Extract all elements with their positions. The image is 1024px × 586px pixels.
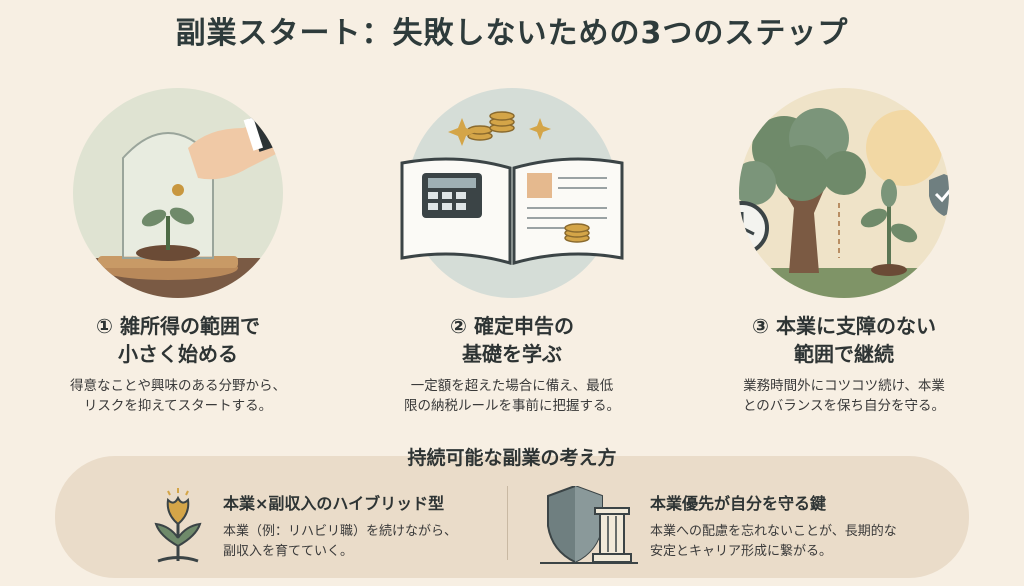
step-3-body-line1: 業務時間外にコツコツ続け、本業 <box>743 378 945 394</box>
glass-dome-sprout-icon <box>28 88 328 298</box>
step-1-heading-line1: ① 雑所得の範囲で <box>96 314 260 338</box>
step-1: ① 雑所得の範囲で 小さく始める 得意なことや興味のある分野から、 リスクを抑え… <box>28 88 328 416</box>
step-2-body-line1: 一定額を超えた場合に備え、最低 <box>410 378 614 394</box>
bottom-panel <box>55 456 969 578</box>
step-3-heading-line2: 範囲で継続 <box>794 342 894 366</box>
step-2-body-line2: 限の納税ルールを事前に把握する。 <box>404 398 620 414</box>
step-2: ② 確定申告の 基礎を学ぶ 一定額を超えた場合に備え、最低 限の納税ルールを事前… <box>362 88 662 416</box>
step-3: ③ 本業に支障のない 範囲で継続 業務時間外にコツコツ続け、本業 とのバランスを… <box>694 88 994 416</box>
tree-clock-shield-icon <box>694 88 994 298</box>
card-main-job-priority-body-line1: 本業への配慮を忘れないことが、長期的な <box>650 524 897 539</box>
card-hybrid-body-line2: 副収入を育てていく。 <box>223 544 354 559</box>
divider <box>507 486 508 560</box>
step-3-body-line2: とのバランスを保ち自分を守る。 <box>742 398 946 414</box>
card-main-job-priority-heading: 本業優先が自分を守る鍵 <box>650 494 827 513</box>
step-1-body-line2: リスクを抑えてスタートする。 <box>83 398 273 414</box>
card-hybrid-body-line1: 本業（例：リハビリ職）を続けながら、 <box>223 524 458 539</box>
card-main-job-priority-body-line2: 安定とキャリア形成に繋がる。 <box>650 544 833 559</box>
step-3-heading-line1: ③ 本業に支障のない <box>752 314 936 338</box>
step-1-heading-line2: 小さく始める <box>118 342 238 366</box>
step-2-heading-line1: ② 確定申告の <box>450 314 574 338</box>
step-1-body-line1: 得意なことや興味のある分野から、 <box>70 378 286 394</box>
shield-pillar-icon <box>540 484 640 570</box>
book-calculator-icon <box>362 88 662 298</box>
bottom-title: 持続可能な副業の考え方 <box>407 447 617 469</box>
sprout-icon <box>148 486 208 570</box>
page-title: 副業スタート：失敗しないための3つのステップ <box>175 16 849 51</box>
step-2-heading-line2: 基礎を学ぶ <box>462 342 562 366</box>
card-hybrid-heading: 本業×副収入のハイブリッド型 <box>223 494 445 513</box>
